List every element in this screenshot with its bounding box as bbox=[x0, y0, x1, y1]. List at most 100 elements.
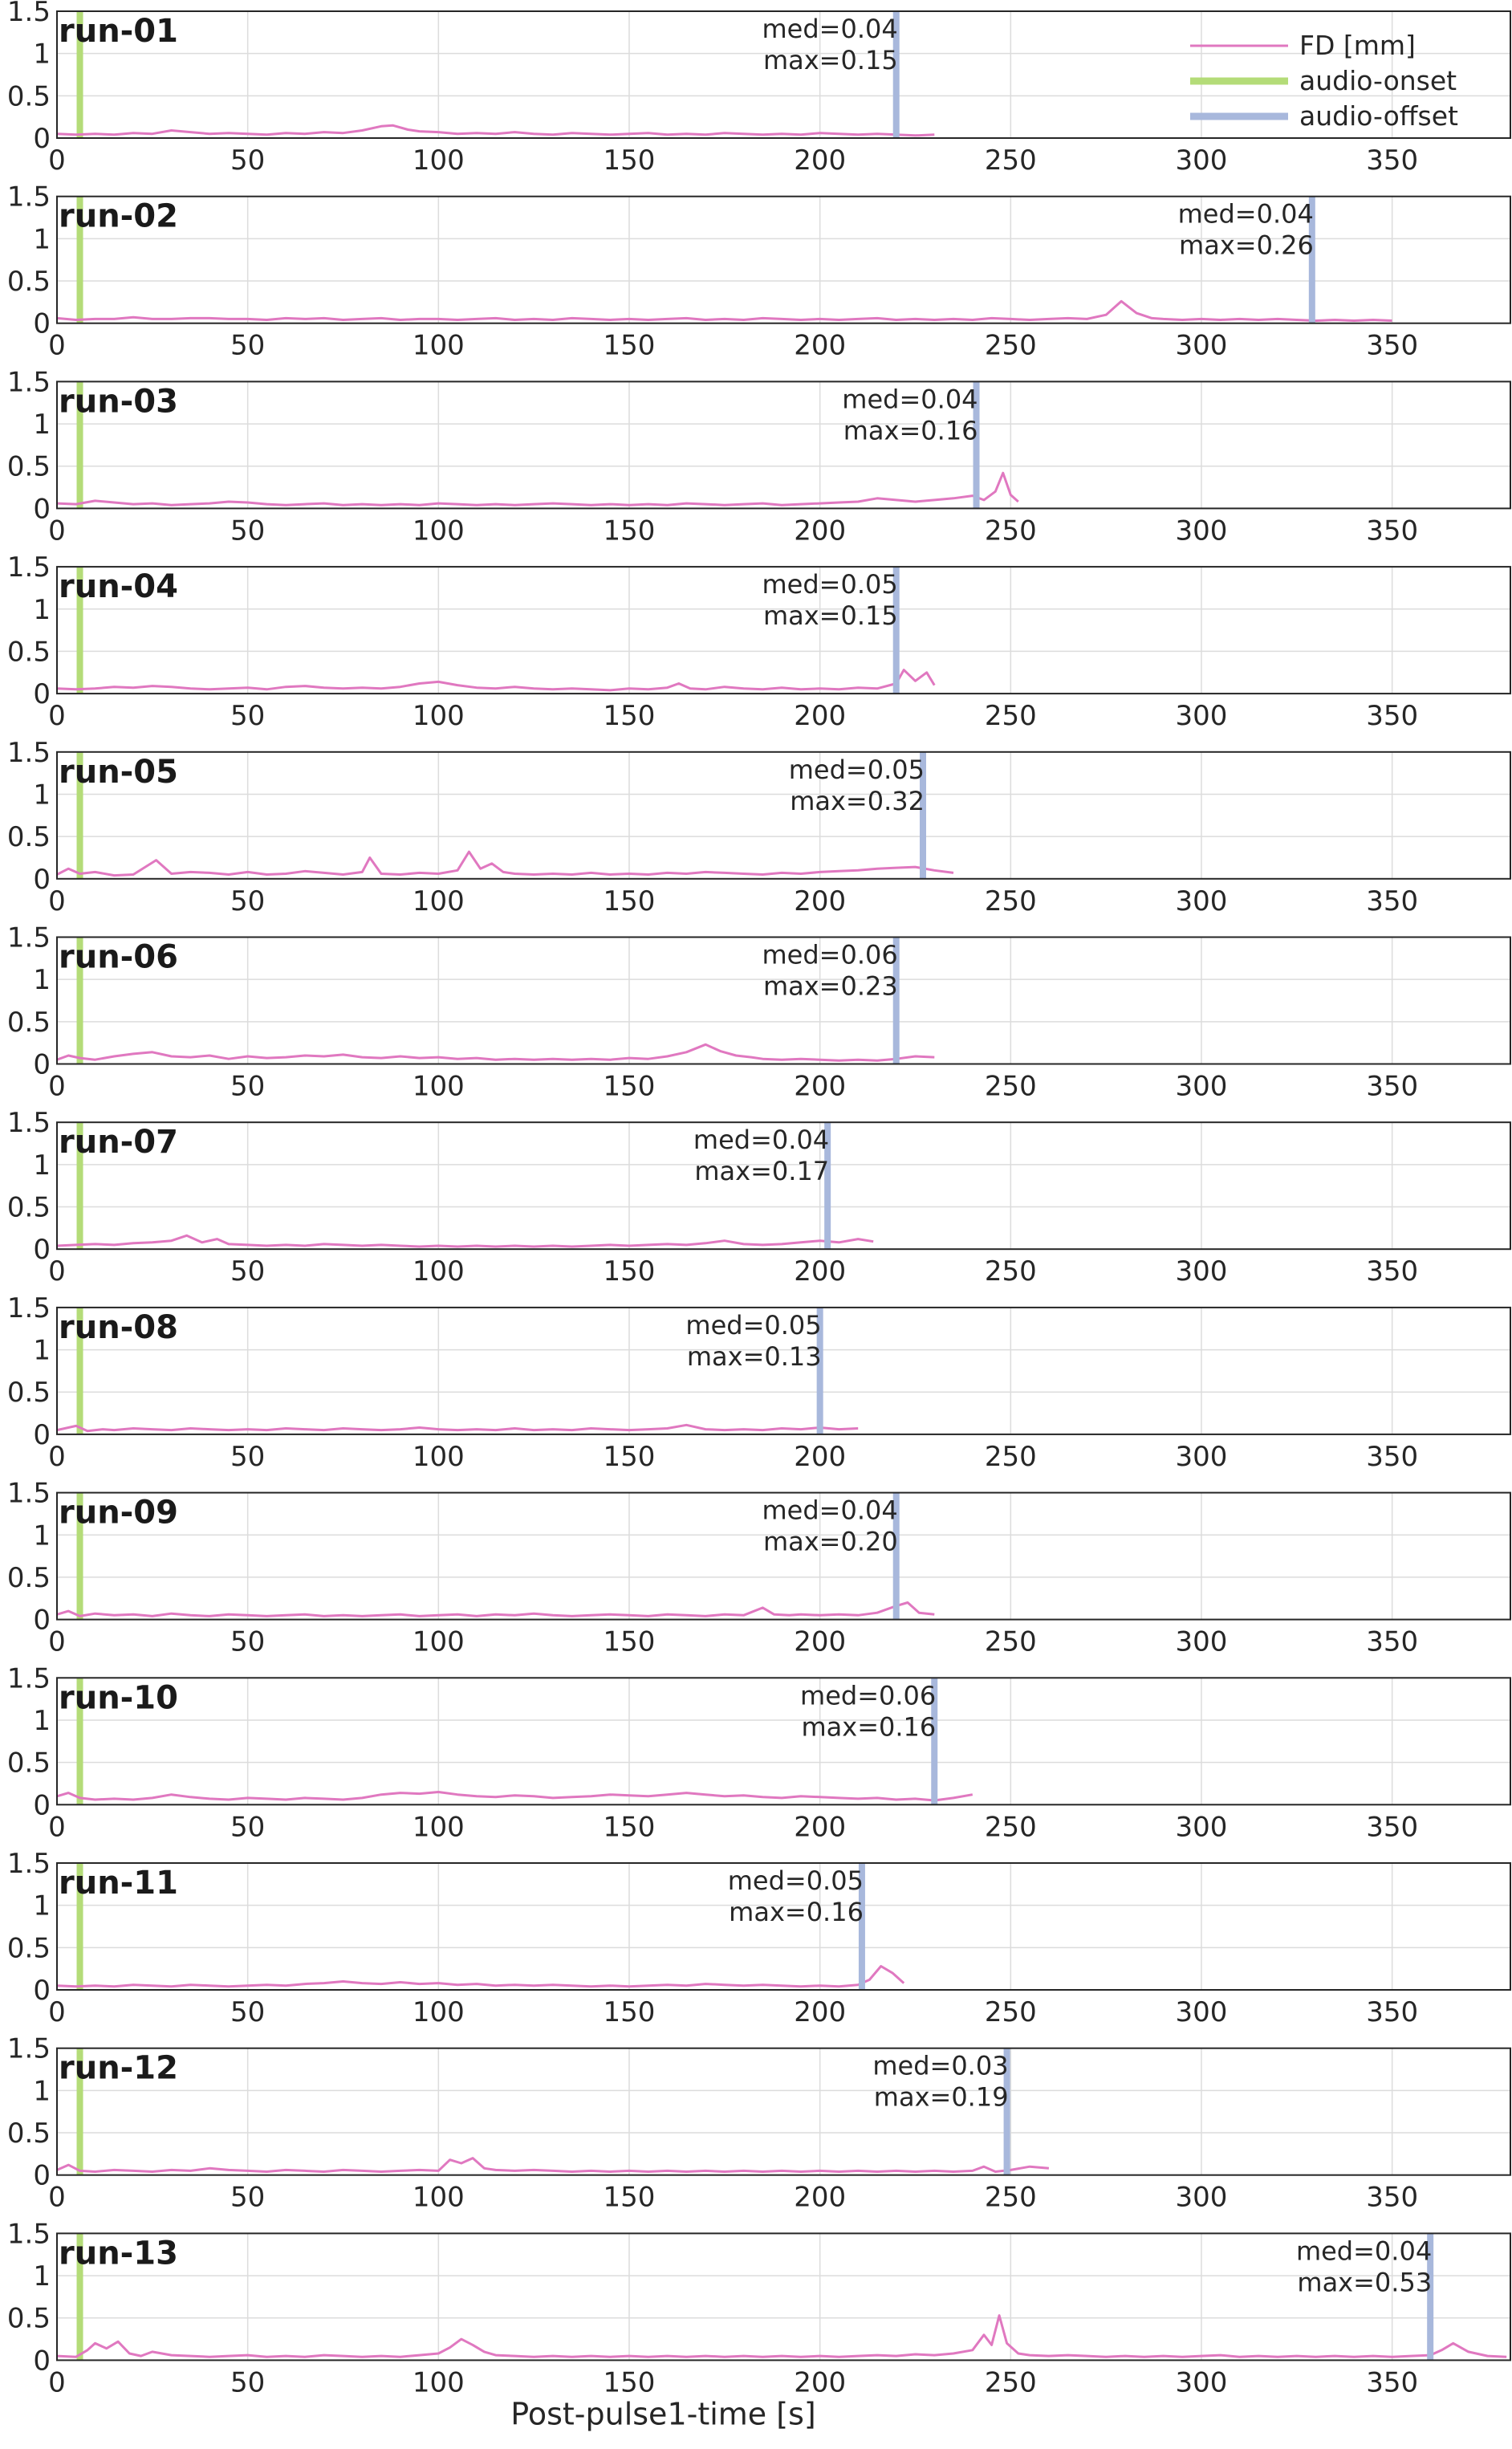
x-tick-label: 250 bbox=[985, 515, 1037, 547]
x-tick-label: 100 bbox=[413, 2182, 465, 2214]
x-tick-label: 300 bbox=[1176, 885, 1228, 917]
x-tick-label: 250 bbox=[985, 885, 1037, 917]
axes-box bbox=[56, 380, 1511, 510]
y-tick-label: 1 bbox=[33, 1705, 51, 1737]
x-tick-label: 0 bbox=[48, 2366, 66, 2398]
x-tick-label: 150 bbox=[604, 1071, 656, 1103]
median-annotation: med=0.04 bbox=[693, 1125, 829, 1155]
x-tick-label: 0 bbox=[48, 2182, 66, 2214]
x-tick-label: 100 bbox=[413, 1626, 465, 1658]
x-tick-label: 0 bbox=[48, 515, 66, 547]
x-tick-label: 200 bbox=[794, 1255, 846, 1288]
fd-series-line bbox=[56, 2314, 1507, 2358]
x-tick-label: 0 bbox=[48, 1255, 66, 1288]
x-tick-label: 100 bbox=[413, 700, 465, 732]
median-annotation: med=0.04 bbox=[1178, 199, 1314, 230]
axes-box bbox=[56, 1491, 1511, 1621]
y-tick-label: 1.5 bbox=[7, 1107, 51, 1139]
x-tick-label: 150 bbox=[604, 1255, 656, 1288]
median-annotation: med=0.05 bbox=[728, 1865, 864, 1896]
x-tick-label: 250 bbox=[985, 700, 1037, 732]
x-tick-label: 350 bbox=[1366, 1255, 1418, 1288]
y-tick-label: 0 bbox=[33, 493, 51, 525]
y-tick-label: 0 bbox=[33, 2345, 51, 2377]
axes-box bbox=[56, 2232, 1511, 2362]
median-annotation: med=0.06 bbox=[762, 940, 897, 970]
x-tick-label: 50 bbox=[230, 1996, 265, 2028]
fd-series-line bbox=[56, 1423, 859, 1433]
run-label: run-08 bbox=[59, 1309, 178, 1346]
x-tick-label: 350 bbox=[1366, 2366, 1418, 2398]
y-tick-label: 0.5 bbox=[7, 451, 51, 483]
x-tick-label: 0 bbox=[48, 144, 66, 177]
y-tick-label: 0.5 bbox=[7, 636, 51, 668]
run-label: run-04 bbox=[59, 568, 178, 605]
x-tick-label: 0 bbox=[48, 1441, 66, 1473]
max-annotation: max=0.20 bbox=[763, 1527, 898, 1557]
fd-series-line bbox=[56, 1965, 905, 1988]
y-tick-label: 0.5 bbox=[7, 2303, 51, 2335]
y-tick-label: 1 bbox=[33, 1890, 51, 1922]
x-tick-label: 50 bbox=[230, 885, 265, 917]
y-tick-label: 0 bbox=[33, 1234, 51, 1266]
y-tick-label: 1 bbox=[33, 1149, 51, 1182]
y-tick-label: 0.5 bbox=[7, 266, 51, 298]
x-tick-label: 100 bbox=[413, 515, 465, 547]
y-tick-label: 1.5 bbox=[7, 1292, 51, 1324]
x-tick-label: 300 bbox=[1176, 1996, 1228, 2028]
y-tick-label: 0.5 bbox=[7, 2117, 51, 2150]
x-tick-label: 350 bbox=[1366, 1811, 1418, 1843]
x-tick-label: 50 bbox=[230, 700, 265, 732]
y-tick-label: 0 bbox=[33, 123, 51, 155]
y-tick-label: 0.5 bbox=[7, 1747, 51, 1780]
fd-series-line bbox=[56, 1601, 935, 1617]
y-tick-label: 0 bbox=[33, 1975, 51, 2007]
x-tick-label: 250 bbox=[985, 1071, 1037, 1103]
x-tick-label: 150 bbox=[604, 1811, 656, 1843]
x-tick-label: 200 bbox=[794, 1996, 846, 2028]
run-label: run-06 bbox=[59, 939, 178, 976]
x-tick-label: 350 bbox=[1366, 700, 1418, 732]
axes-box bbox=[56, 1862, 1511, 1991]
y-tick-label: 1.5 bbox=[7, 2033, 51, 2065]
run-label: run-01 bbox=[59, 13, 178, 50]
x-tick-label: 300 bbox=[1176, 1811, 1228, 1843]
y-tick-label: 0 bbox=[33, 864, 51, 896]
axes-box bbox=[56, 566, 1511, 695]
x-tick-label: 250 bbox=[985, 1441, 1037, 1473]
x-tick-label: 300 bbox=[1176, 2366, 1228, 2398]
y-tick-label: 1.5 bbox=[7, 2218, 51, 2250]
y-tick-label: 1 bbox=[33, 2075, 51, 2107]
x-tick-label: 100 bbox=[413, 2366, 465, 2398]
y-tick-label: 0.5 bbox=[7, 1192, 51, 1224]
x-tick-label: 150 bbox=[604, 2182, 656, 2214]
x-tick-label: 350 bbox=[1366, 515, 1418, 547]
x-tick-label: 150 bbox=[604, 515, 656, 547]
y-tick-label: 1 bbox=[33, 2260, 51, 2292]
x-tick-label: 150 bbox=[604, 700, 656, 732]
x-tick-label: 50 bbox=[230, 1071, 265, 1103]
max-annotation: max=0.16 bbox=[729, 1897, 864, 1927]
y-tick-label: 0 bbox=[33, 1605, 51, 1637]
x-tick-label: 150 bbox=[604, 1441, 656, 1473]
x-tick-label: 250 bbox=[985, 2366, 1037, 2398]
x-tick-label: 250 bbox=[985, 2182, 1037, 2214]
x-tick-label: 100 bbox=[413, 1996, 465, 2028]
x-tick-label: 150 bbox=[604, 885, 656, 917]
y-tick-label: 1.5 bbox=[7, 922, 51, 954]
fd-series-line bbox=[56, 1234, 874, 1248]
y-tick-label: 0.5 bbox=[7, 80, 51, 112]
median-annotation: med=0.05 bbox=[762, 569, 897, 600]
x-tick-label: 300 bbox=[1176, 1071, 1228, 1103]
median-annotation: med=0.05 bbox=[789, 755, 925, 785]
x-tick-label: 50 bbox=[230, 2182, 265, 2214]
x-tick-label: 350 bbox=[1366, 885, 1418, 917]
y-tick-label: 1.5 bbox=[7, 737, 51, 769]
x-tick-label: 250 bbox=[985, 1255, 1037, 1288]
x-tick-label: 200 bbox=[794, 144, 846, 177]
